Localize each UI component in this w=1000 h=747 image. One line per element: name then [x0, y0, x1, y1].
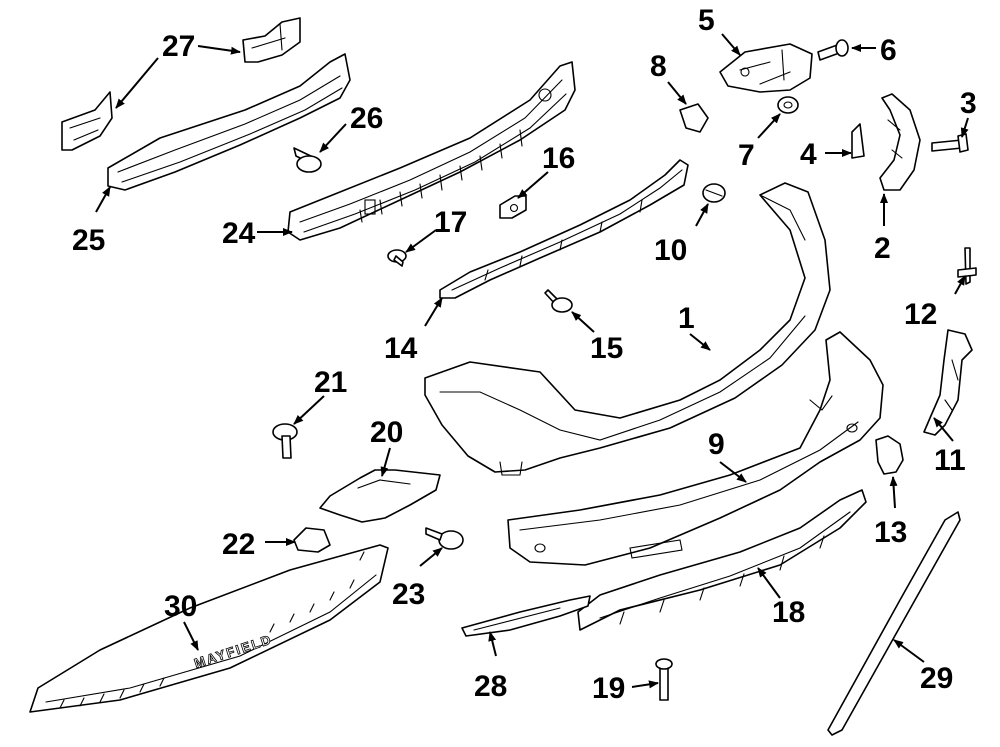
part-8-clip [679, 103, 709, 133]
part-22-clip [293, 527, 331, 553]
callout-29: 29 [920, 662, 953, 695]
part-18-diffuser [577, 489, 867, 631]
part-27-bracket-right [242, 17, 301, 63]
part-1-bumper-cover [424, 182, 831, 476]
part-5-bracket [719, 43, 813, 93]
callout-15: 15 [590, 332, 623, 365]
part-28-trim-strip [461, 595, 591, 637]
part-23-screw [425, 527, 464, 550]
part-24-energy-absorber [287, 61, 576, 241]
part-12-pushpin [957, 247, 977, 285]
part-4-retainer [851, 123, 865, 159]
part-14-upper-bracket [439, 159, 689, 299]
part-29-moulding [827, 511, 961, 736]
callout-6: 6 [880, 34, 897, 67]
callout-21: 21 [314, 366, 347, 399]
leader-lines [95, 33, 969, 689]
part-30-scuff-plate: MAYFIELD [29, 544, 389, 713]
callout-20: 20 [370, 416, 403, 449]
callout-30: 30 [164, 590, 197, 623]
callout-3: 3 [960, 87, 977, 120]
callout-23: 23 [392, 578, 425, 611]
part-9-lower-valance [507, 331, 884, 566]
part-15-bolt [544, 289, 573, 313]
callout-10: 10 [654, 234, 687, 267]
callout-14: 14 [384, 332, 418, 365]
callout-17: 17 [434, 206, 467, 239]
callout-1: 1 [678, 302, 695, 335]
part-26-bolt [293, 147, 322, 173]
part-17-pin [387, 249, 407, 267]
callout-19: 19 [592, 672, 625, 705]
callout-4: 4 [800, 138, 817, 171]
part-6-screw [817, 39, 849, 61]
callout-28: 28 [474, 670, 507, 703]
part-21-bolt [272, 423, 298, 459]
part-2-side-bracket [879, 93, 921, 191]
part-13-reflector [875, 435, 904, 475]
part-11-side-bracket [923, 329, 973, 436]
part-10-nut [702, 183, 726, 203]
callout-27: 27 [162, 30, 195, 63]
callout-25: 25 [72, 224, 105, 257]
callout-16: 16 [542, 142, 575, 175]
callout-2: 2 [874, 232, 891, 265]
callout-24: 24 [222, 217, 256, 250]
callout-26: 26 [350, 102, 383, 135]
callout-8: 8 [650, 50, 667, 83]
part-25-reinforcement-beam [107, 53, 351, 191]
part-20-bracket [319, 469, 441, 523]
callout-18: 18 [772, 596, 805, 629]
part-27-bracket-left [61, 91, 113, 151]
callout-12: 12 [904, 298, 937, 331]
callout-11: 11 [934, 444, 966, 477]
part-7-grommet [777, 96, 799, 114]
callout-labels: 1 2 3 4 5 6 7 8 9 10 11 12 13 14 15 16 1… [72, 4, 977, 705]
callout-7: 7 [738, 139, 755, 172]
part-19-rivet [655, 658, 673, 701]
callout-22: 22 [222, 528, 255, 561]
callout-5: 5 [698, 4, 715, 37]
callout-13: 13 [874, 516, 907, 549]
part-16-nut-plate [499, 195, 527, 219]
callout-9: 9 [708, 428, 725, 461]
part-3-pin [931, 133, 969, 153]
